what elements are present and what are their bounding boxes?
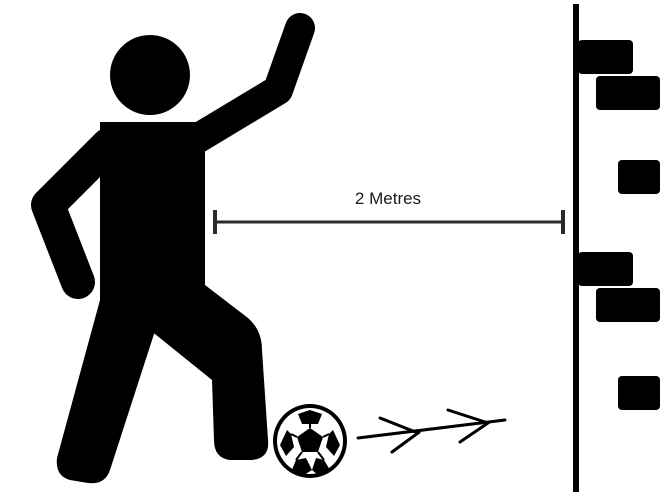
person-head: [110, 35, 190, 115]
person-kicking-leg: [140, 285, 268, 460]
person-bent-arm: [48, 145, 108, 282]
brick-wall-icon: [573, 4, 660, 492]
person-raised-arm: [195, 28, 300, 140]
distance-measure: [215, 210, 563, 234]
wall-brick: [596, 288, 660, 322]
wall-line: [573, 4, 579, 492]
wall-brick: [578, 40, 633, 74]
soccer-ball-icon: [273, 404, 347, 478]
person-standing-leg: [57, 300, 165, 483]
wall-brick: [578, 252, 633, 286]
motion-arrow-icon: [358, 410, 505, 452]
person-kicking-icon: [48, 28, 300, 483]
wall-brick: [596, 76, 660, 110]
distance-label: 2 Metres: [355, 189, 421, 208]
wall-brick: [618, 376, 660, 410]
wall-brick: [618, 160, 660, 194]
